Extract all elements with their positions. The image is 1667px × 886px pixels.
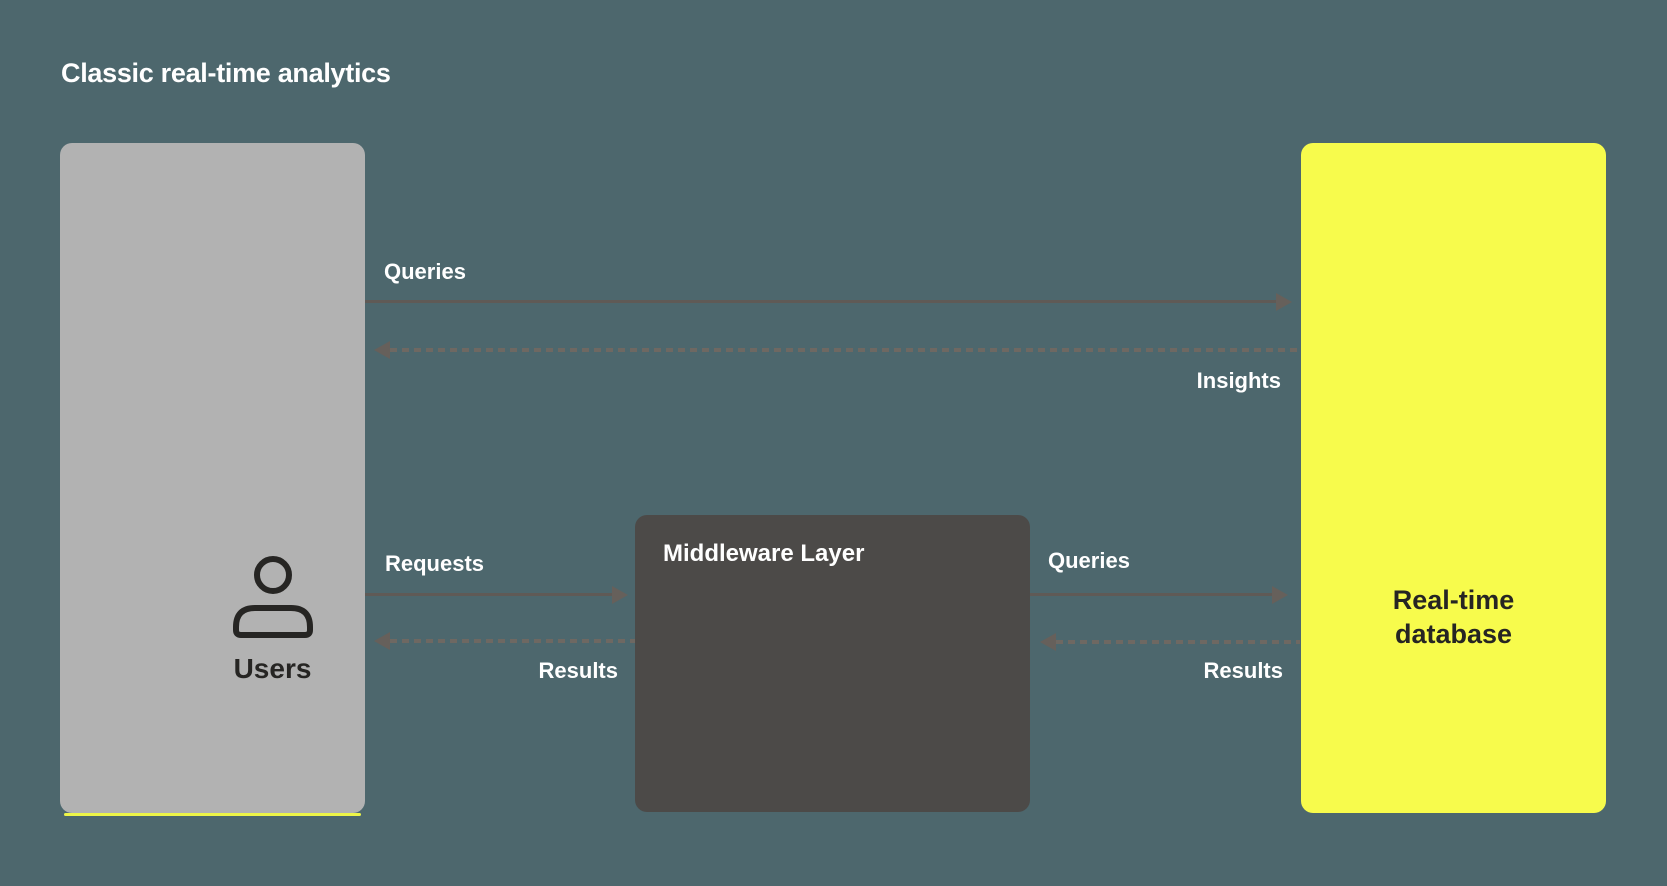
users-node-label: Users bbox=[233, 653, 312, 684]
database-node: Real-time database bbox=[1301, 143, 1606, 813]
middleware-node-label: Middleware Layer bbox=[663, 540, 865, 567]
middleware-node: Middleware Layer bbox=[635, 515, 1030, 812]
users-node: Users bbox=[60, 143, 365, 813]
user-icon bbox=[233, 556, 313, 638]
arrowhead-right-icon bbox=[1272, 586, 1288, 604]
edge-label-right-queries: Queries bbox=[1048, 548, 1130, 573]
edge-label-top-insights: Insights bbox=[1196, 368, 1281, 393]
edge-line-left-requests bbox=[365, 593, 612, 596]
edge-label-top-queries: Queries bbox=[384, 259, 466, 284]
database-node-label: Real-time database bbox=[1392, 585, 1515, 649]
arrowhead-right-icon bbox=[1276, 293, 1292, 311]
edge-label-right-results: Results bbox=[1203, 658, 1283, 683]
edge-line-right-results bbox=[1056, 640, 1300, 644]
diagram-title: Classic real-time analytics bbox=[61, 58, 391, 88]
edge-label-left-requests: Requests bbox=[385, 551, 485, 576]
arrowhead-left-icon bbox=[1040, 633, 1056, 651]
arrowhead-right-icon bbox=[612, 586, 628, 604]
arrowhead-left-icon bbox=[374, 632, 390, 650]
edge-line-top-queries bbox=[365, 300, 1276, 303]
arrowhead-left-icon bbox=[374, 341, 390, 359]
edge-line-left-results bbox=[390, 639, 635, 643]
users-node-accent-underline bbox=[64, 813, 361, 816]
edge-label-left-results: Results bbox=[538, 658, 618, 683]
edge-line-right-queries bbox=[1030, 593, 1272, 596]
edge-line-top-insights bbox=[390, 348, 1300, 352]
